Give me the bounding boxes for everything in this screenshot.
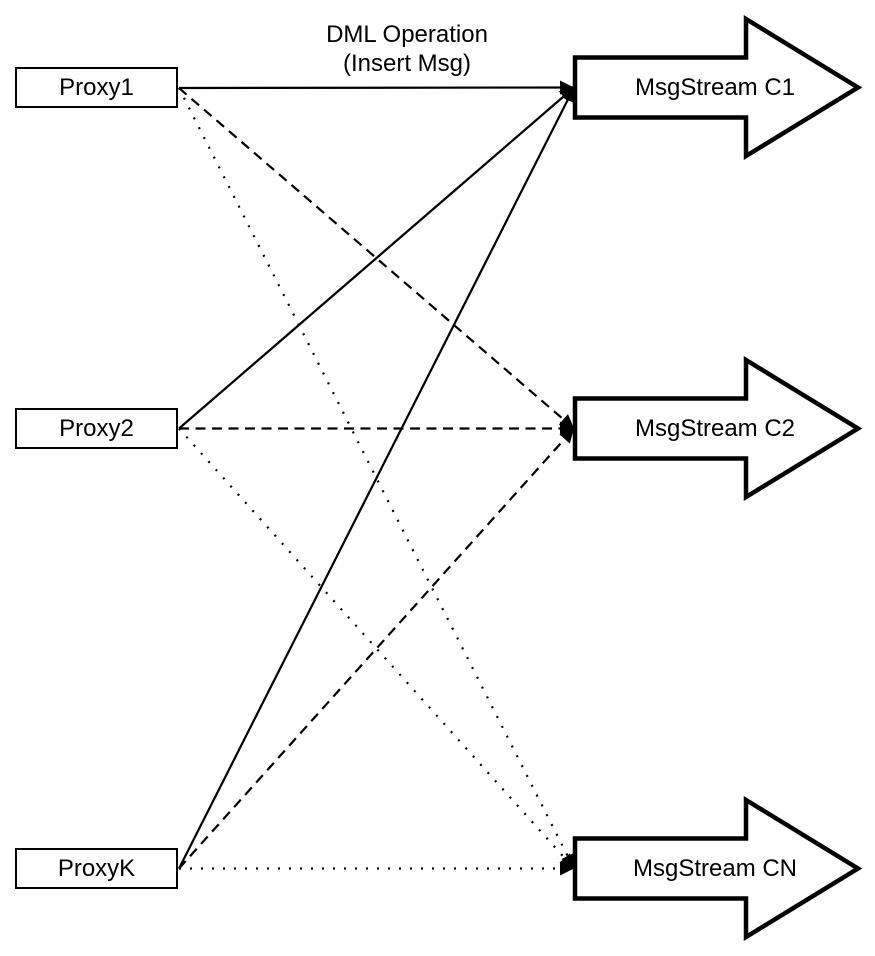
msgstream-c1-label: MsgStream C1 <box>634 74 796 101</box>
msgstream-cn-arrow-shape <box>572 795 863 942</box>
edge-proxy1-c1 <box>178 80 575 95</box>
edge-proxy1-c2 <box>178 87 575 430</box>
edge-proxy2-c1 <box>178 86 575 430</box>
proxyk-label: ProxyK <box>57 854 136 882</box>
proxy2-label: Proxy2 <box>59 414 134 442</box>
diagram-title-line1: DML Operation <box>326 21 488 48</box>
diagram-title: DML Operation (Insert Msg) <box>326 20 488 78</box>
msgstream-cn-label: MsgStream CN <box>632 855 798 882</box>
proxy1-label: Proxy1 <box>59 73 134 101</box>
msgstream-c1-arrow-shape <box>572 14 863 161</box>
edge-proxyk-c1 <box>178 87 575 869</box>
proxy1-node: Proxy1 <box>15 67 178 108</box>
edge-lines-group <box>178 80 575 876</box>
proxy2-node: Proxy2 <box>15 408 178 449</box>
msgstream-c2-label: MsgStream C2 <box>634 415 796 442</box>
proxyk-node: ProxyK <box>15 848 178 889</box>
diagram-title-line2: (Insert Msg) <box>342 50 472 77</box>
msgstream-c2-arrow-shape <box>572 355 863 502</box>
